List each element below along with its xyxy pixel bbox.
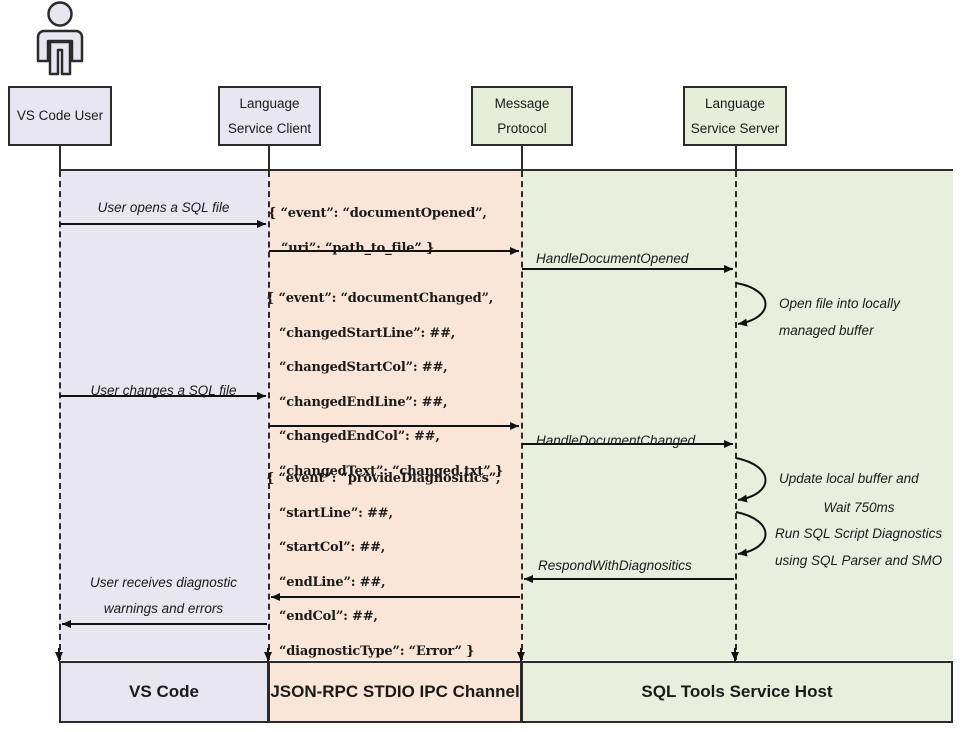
band-top-border <box>59 169 953 171</box>
participant-label-line1: VS Code User <box>16 108 104 124</box>
label-respond-with-diagnostics: RespondWithDiagnositics <box>538 558 692 573</box>
label-handle-document-changed: HandleDocumentChanged <box>536 433 696 448</box>
participant-label-line2: Protocol <box>497 120 547 136</box>
lifeline-stub-language-service-client <box>268 146 270 170</box>
note-update-buffer-line1: Update local buffer and <box>779 471 919 486</box>
lifeline-stub-message-protocol <box>521 146 523 170</box>
footer-label: JSON-RPC STDIO IPC Channel <box>270 682 520 701</box>
note-open-file-line1: Open file into locally <box>779 296 900 311</box>
band-vscode <box>59 171 268 660</box>
label-user-changes-sql-file: User changes a SQL file <box>90 383 237 398</box>
band-service-host <box>521 171 953 660</box>
participant-label-line1: Language <box>704 96 766 111</box>
lifeline-message-protocol <box>521 171 523 660</box>
note-update-buffer-line2: Wait 750ms <box>823 500 895 515</box>
note-run-diagnostics-line1: Run SQL Script Diagnostics <box>775 526 943 541</box>
participant-message-protocol[interactable]: Message Protocol <box>471 86 573 146</box>
lifeline-stub-vs-code-user <box>59 146 61 170</box>
band-ipc-channel <box>268 171 521 660</box>
participant-label-line2: Service Client <box>227 120 312 136</box>
lifeline-vs-code-user <box>59 171 61 660</box>
payload-provide-diagnostics: { “event”: “provideDiagnositics”, “start… <box>266 471 501 659</box>
footer-service-host[interactable]: SQL Tools Service Host <box>521 661 953 723</box>
footer-ipc-channel[interactable]: JSON-RPC STDIO IPC Channel <box>268 661 522 723</box>
label-user-receives-diagnostics-line2: warnings and errors <box>103 601 224 616</box>
label-user-receives-diagnostics-line1: User receives diagnostic <box>89 575 238 590</box>
participant-language-service-client[interactable]: Language Service Client <box>218 86 321 146</box>
participant-language-service-server[interactable]: Language Service Server <box>683 86 787 146</box>
payload-document-opened: { “event”: “documentOpened”, “uri”: “pat… <box>268 206 487 256</box>
label-user-opens-sql-file: User opens a SQL file <box>97 200 230 215</box>
footer-label: SQL Tools Service Host <box>641 682 833 701</box>
participant-label-line2: Service Server <box>690 120 780 136</box>
label-handle-document-opened: HandleDocumentOpened <box>536 251 689 266</box>
participant-vs-code-user[interactable]: VS Code User <box>8 86 112 146</box>
note-open-file-line2: managed buffer <box>779 323 874 338</box>
lifeline-language-service-server <box>735 171 737 660</box>
note-run-diagnostics-line2: using SQL Parser and SMO <box>775 553 943 568</box>
payload-document-changed: { “event”: “documentChanged”, “changedSt… <box>266 291 503 479</box>
footer-label: VS Code <box>129 682 199 701</box>
lifeline-language-service-client <box>268 171 270 660</box>
participant-label-line1: Message <box>494 96 550 111</box>
footer-vs-code[interactable]: VS Code <box>59 661 269 723</box>
person-icon <box>36 1 84 76</box>
participant-label-line1: Language <box>239 96 300 111</box>
lifeline-stub-language-service-server <box>735 146 737 170</box>
